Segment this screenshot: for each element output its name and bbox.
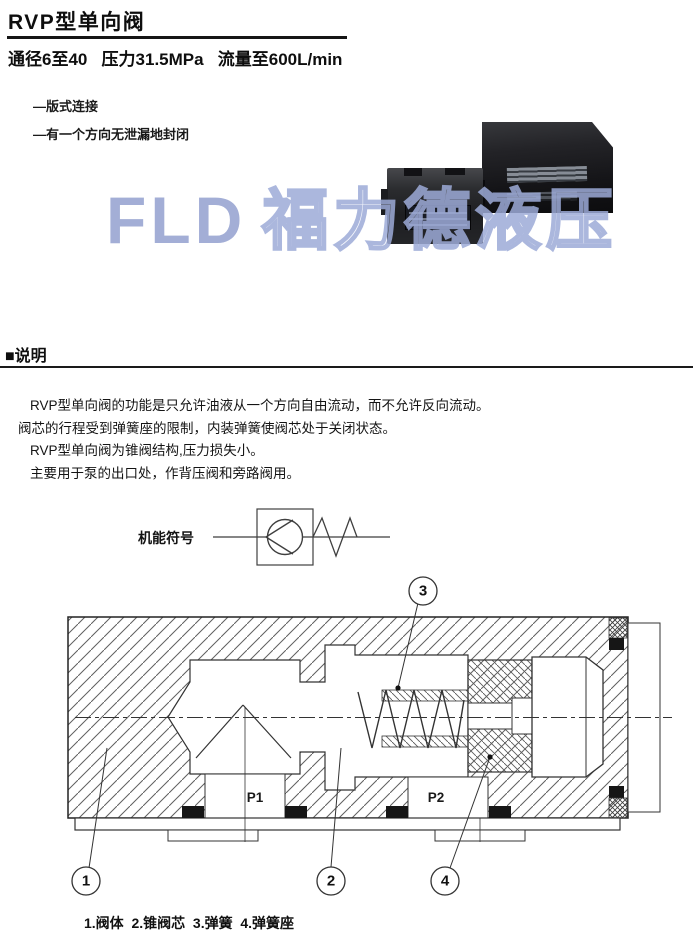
- description-line: RVP型单向阀的功能是只允许油液从一个方向自由流动，而不允许反向流动。: [30, 398, 490, 413]
- spring-coil: [357, 689, 465, 749]
- feature-bullet: —版式连接: [33, 99, 99, 114]
- callout-number: 1: [82, 873, 90, 890]
- valve-port-boss: [404, 168, 422, 176]
- seal-crosshatch: [608, 617, 628, 639]
- description-line: 主要用于泵的出口处，作背压阀和旁路阀用。: [30, 466, 300, 481]
- seal-black: [609, 786, 624, 798]
- port-label-p2: P2: [428, 790, 445, 805]
- feature-bullet: —有一个方向无泄漏地封闭: [33, 127, 190, 142]
- valve-side-tab: [381, 189, 388, 215]
- mounting-tab: [167, 829, 259, 842]
- port-seal: [386, 806, 408, 818]
- symbol-seat-icon: [264, 519, 294, 555]
- title-underline: [7, 36, 347, 39]
- section-view: 1 2 3 4 P1 P2: [67, 576, 672, 896]
- symbol-spring-icon: [312, 516, 358, 558]
- port-seal: [489, 806, 511, 818]
- page-title: RVP型单向阀: [8, 11, 146, 34]
- callout-number: 4: [441, 873, 450, 890]
- callout-circle-3: [408, 576, 438, 606]
- seal-crosshatch: [608, 797, 628, 819]
- symbol-ball-icon: [266, 518, 304, 556]
- valve-port-boss: [445, 168, 465, 175]
- spec-subtitle: 通径6至40 压力31.5MPa 流量至600L/min: [8, 50, 343, 69]
- callout-circle-2: [316, 866, 346, 896]
- port-p2-channel: [407, 776, 489, 819]
- callout-balloons: 1 2 3 4: [71, 576, 460, 896]
- port-seal: [182, 806, 204, 818]
- callout-leaders: [88, 602, 491, 869]
- seal-black: [609, 638, 624, 650]
- leader-dot: [487, 754, 493, 760]
- spring-seat-step: [511, 697, 533, 735]
- section-rule: [0, 366, 693, 368]
- leader-dot: [395, 685, 401, 691]
- symbol-label: 机能符号: [138, 530, 194, 546]
- photo-nameplate: [405, 205, 471, 230]
- bottom-plate: [74, 817, 621, 831]
- port-seal: [285, 806, 307, 818]
- nameplate-text-blur: [409, 209, 467, 226]
- spring-guide: [381, 689, 469, 702]
- callout-circle-4: [430, 866, 460, 896]
- callout-number: 3: [419, 583, 427, 600]
- description-line: RVP型单向阀为锥阀结构,压力损失小。: [30, 443, 264, 458]
- parts-caption: 1.阀体 2.锥阀芯 3.弹簧 4.弹簧座: [84, 915, 295, 931]
- port-label-p1: P1: [247, 790, 264, 805]
- callout-number: 2: [327, 873, 335, 890]
- poppet-cone: [195, 704, 481, 842]
- check-valve-symbol: [213, 508, 390, 566]
- callout-circle-1: [71, 866, 101, 896]
- section-heading: ■说明: [5, 348, 47, 365]
- description-line: 阀芯的行程受到弹簧座的限制，内装弹簧使阀芯处于关闭状态。: [18, 421, 396, 436]
